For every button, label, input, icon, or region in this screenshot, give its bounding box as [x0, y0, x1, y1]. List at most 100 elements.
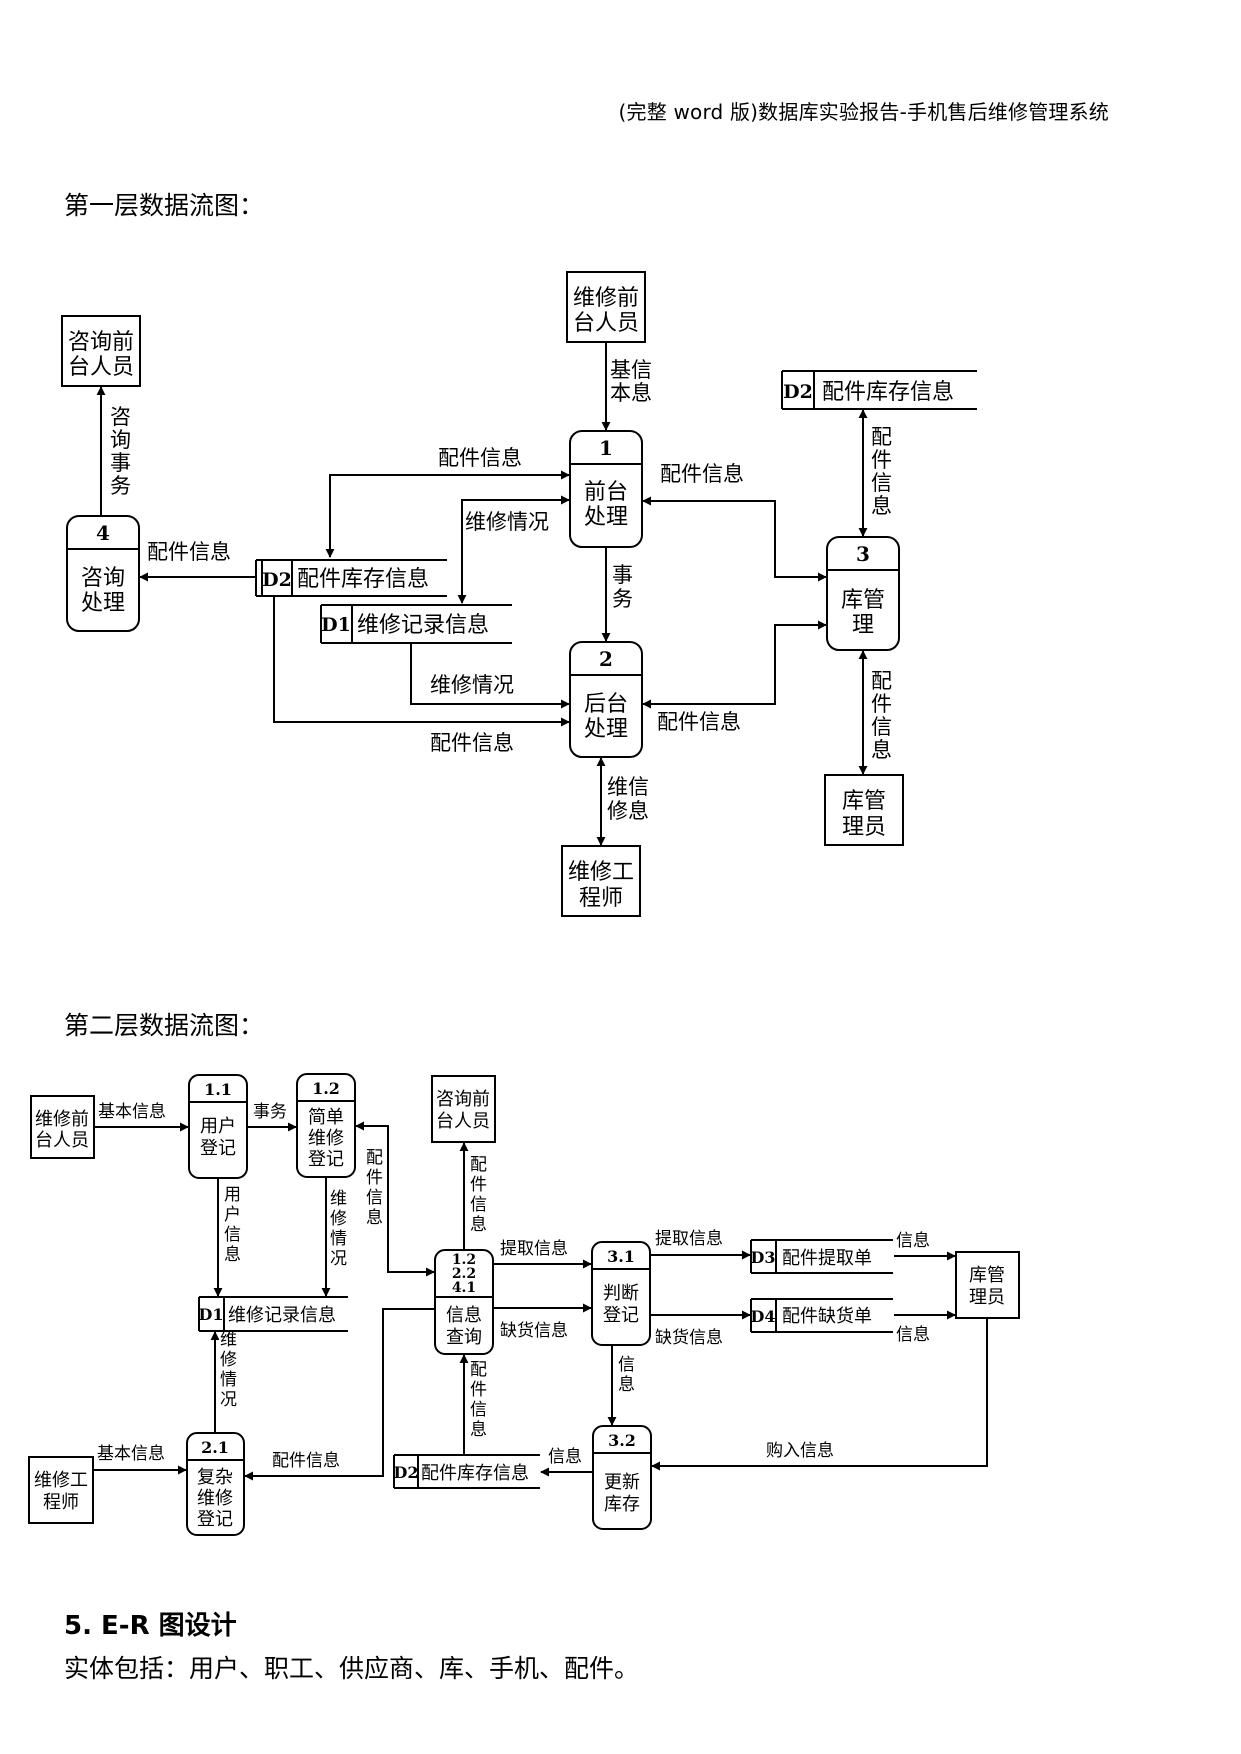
svg-text:2.1: 2.1: [201, 1438, 229, 1457]
flow-parts-info-bottom: 配件信息: [273, 597, 570, 755]
svg-text:况: 况: [220, 1390, 237, 1410]
entity-stock-manager: 库管 理员: [824, 774, 904, 846]
l2-flow-info-32: 信息: [540, 1447, 592, 1477]
svg-text:配件提取单: 配件提取单: [782, 1248, 872, 1269]
l2-flow-parts-info-consult: 配 件 信 息: [459, 1142, 487, 1249]
svg-text:D1: D1: [198, 1305, 223, 1324]
svg-text:3.1: 3.1: [607, 1247, 635, 1266]
svg-text:登记: 登记: [197, 1509, 233, 1530]
svg-text:库管: 库管: [842, 789, 886, 814]
entity-repair-front: 维修前 台人员: [566, 271, 646, 343]
svg-text:息: 息: [871, 738, 892, 762]
svg-text:前台: 前台: [584, 480, 628, 505]
process-4-consult: 4 咨询 处理: [66, 515, 140, 632]
flow-parts-info-top: 配件信息: [325, 446, 570, 558]
flow-parts-info-p3-manager: 配 件 信 息: [858, 650, 892, 775]
er-entities-text: 实体包括：用户、职工、供应商、库、手机、配件。: [64, 1654, 640, 1683]
flow-repair-info: 维信 修息: [596, 757, 649, 846]
svg-text:维修: 维修: [308, 1128, 344, 1149]
level2-diagram: 维修前 台人员 咨询前 台人员 库管 理员 维修工 程师 1.1 用户 登记: [28, 1073, 1020, 1536]
svg-text:台人员: 台人员: [35, 1130, 89, 1151]
svg-text:件: 件: [871, 692, 892, 716]
svg-text:后台: 后台: [584, 692, 628, 717]
svg-text:配件信息: 配件信息: [272, 1451, 340, 1471]
svg-text:户: 户: [224, 1205, 241, 1225]
l2-entity-stock-manager: 库管 理员: [955, 1251, 1020, 1319]
svg-text:理: 理: [852, 613, 874, 638]
svg-text:事: 事: [612, 563, 633, 587]
svg-text:维修记录信息: 维修记录信息: [228, 1305, 336, 1326]
er-section-title: 5. E-R 图设计: [64, 1611, 237, 1641]
svg-text:事: 事: [110, 451, 131, 475]
svg-text:信: 信: [871, 471, 892, 495]
svg-text:维修工: 维修工: [34, 1470, 88, 1491]
svg-text:基信: 基信: [610, 358, 652, 382]
svg-text:库管: 库管: [969, 1265, 1005, 1286]
svg-text:2: 2: [599, 647, 613, 671]
svg-text:息: 息: [871, 494, 892, 518]
svg-text:信: 信: [470, 1195, 487, 1215]
l2-process-1-1: 1.1 用户 登记: [188, 1074, 248, 1179]
svg-text:件: 件: [366, 1168, 383, 1188]
l2-flow-info-31: 信 息: [607, 1346, 635, 1426]
svg-text:配: 配: [470, 1155, 487, 1175]
svg-text:维修前: 维修前: [35, 1109, 89, 1130]
l2-process-3-1: 3.1 判断 登记: [591, 1241, 651, 1346]
svg-text:4.1: 4.1: [452, 1280, 476, 1296]
svg-text:配件信息: 配件信息: [430, 731, 514, 755]
svg-text:维修工: 维修工: [568, 860, 634, 885]
l2-store-d3: D3 配件提取单: [750, 1239, 893, 1274]
svg-text:台人员: 台人员: [68, 355, 134, 380]
svg-text:询: 询: [110, 428, 131, 452]
svg-text:配件信息: 配件信息: [657, 710, 741, 734]
svg-text:3: 3: [856, 542, 870, 566]
svg-text:基本信息: 基本信息: [97, 1444, 165, 1464]
l2-flow-affairs: 事务: [248, 1102, 297, 1132]
l2-store-d1: D1 维修记录信息: [198, 1296, 348, 1332]
svg-text:2.2: 2.2: [452, 1266, 476, 1282]
l2-process-query: 1.2 2.2 4.1 信息 查询: [434, 1249, 494, 1355]
svg-text:缺货信息: 缺货信息: [500, 1321, 568, 1341]
l2-flow-repair-status-12: 维 修 情 况: [321, 1178, 347, 1297]
document-header: (完整 word 版)数据库实验报告-手机售后维修管理系统: [618, 100, 1109, 124]
l2-flow-info-d3: 信息: [894, 1231, 956, 1261]
svg-text:处理: 处理: [584, 505, 628, 530]
svg-text:配件库存信息: 配件库存信息: [822, 380, 954, 405]
l2-flow-parts-info-12: 配 件 信 息: [355, 1121, 435, 1277]
svg-text:信息: 信息: [896, 1231, 930, 1251]
svg-text:缺货信息: 缺货信息: [655, 1328, 723, 1348]
svg-text:D2: D2: [783, 381, 813, 403]
svg-text:情: 情: [330, 1229, 347, 1249]
l2-flow-user-info: 用 户 信 息: [213, 1179, 241, 1297]
flow-parts-info-p4: 配件信息: [139, 540, 255, 582]
svg-text:提取信息: 提取信息: [655, 1229, 723, 1249]
svg-text:信息: 信息: [896, 1325, 930, 1345]
svg-text:息: 息: [470, 1420, 487, 1440]
svg-text:程师: 程师: [43, 1492, 79, 1513]
svg-text:信息: 信息: [446, 1305, 482, 1326]
svg-text:台人员: 台人员: [436, 1111, 490, 1132]
svg-text:查询: 查询: [446, 1327, 482, 1348]
svg-text:4: 4: [96, 521, 110, 545]
svg-text:购入信息: 购入信息: [766, 1441, 834, 1461]
svg-text:息: 息: [366, 1208, 383, 1228]
svg-text:信: 信: [470, 1400, 487, 1420]
l2-flow-parts-info-d2: 配 件 信 息: [459, 1354, 487, 1454]
svg-text:配件库存信息: 配件库存信息: [421, 1463, 529, 1484]
svg-text:信息: 信息: [548, 1447, 582, 1467]
store-d2-top: D2 配件库存信息: [781, 370, 977, 410]
svg-text:库存: 库存: [604, 1494, 640, 1515]
svg-text:咨: 咨: [110, 405, 131, 429]
svg-text:用户: 用户: [200, 1116, 236, 1137]
store-d1: D1 维修记录信息: [320, 604, 512, 644]
svg-text:配件库存信息: 配件库存信息: [297, 567, 429, 592]
l2-process-1-2: 1.2 简单 维修 登记: [296, 1073, 356, 1178]
svg-text:判断: 判断: [603, 1283, 639, 1304]
svg-text:3.2: 3.2: [608, 1431, 636, 1450]
l2-entity-consult-staff: 咨询前 台人员: [431, 1075, 496, 1143]
svg-text:维: 维: [330, 1189, 347, 1209]
svg-text:本息: 本息: [610, 381, 652, 405]
flow-consult-affairs: 咨 询 事 务: [96, 386, 131, 516]
svg-text:处理: 处理: [81, 591, 125, 616]
svg-text:维信: 维信: [607, 775, 649, 799]
